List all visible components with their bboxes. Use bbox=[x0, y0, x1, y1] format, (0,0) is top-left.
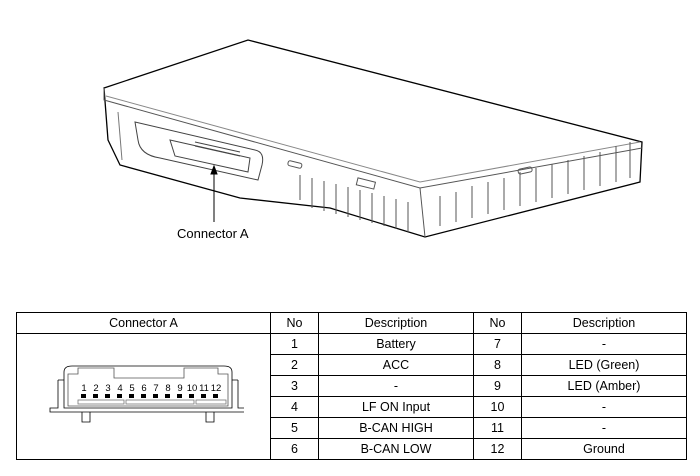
connector-pinout-table: Connector A No Description No Descriptio… bbox=[16, 312, 687, 460]
pin-no: 7 bbox=[473, 333, 522, 355]
pin-description: LED (Green) bbox=[521, 354, 687, 376]
pin-label: 10 bbox=[186, 383, 197, 394]
table-header-row: Connector A No Description No Descriptio… bbox=[16, 312, 687, 334]
pin-label: 5 bbox=[129, 383, 134, 394]
module-illustration bbox=[103, 39, 643, 238]
pin-label: 3 bbox=[105, 383, 110, 394]
pin-description: - bbox=[318, 375, 474, 397]
pin-no: 1 bbox=[270, 333, 319, 355]
pin-no: 10 bbox=[473, 396, 522, 418]
pin-no: 12 bbox=[473, 438, 522, 460]
pin-description: ACC bbox=[318, 354, 474, 376]
pin-description: LF ON Input bbox=[318, 396, 474, 418]
pin-label: 7 bbox=[153, 383, 158, 394]
vent-slots bbox=[287, 160, 533, 190]
pin-no: 4 bbox=[270, 396, 319, 418]
pin-no: 5 bbox=[270, 417, 319, 439]
pin-no: 9 bbox=[473, 375, 522, 397]
table-row: 4 LF ON Input 10 - bbox=[17, 396, 687, 418]
pin-label: 12 bbox=[210, 383, 221, 394]
header-no-left: No bbox=[270, 312, 319, 334]
pin-no: 6 bbox=[270, 438, 319, 460]
callout-arrow bbox=[210, 164, 218, 222]
connector-a-housing bbox=[134, 121, 264, 181]
connector-a-callout-label: Connector A bbox=[177, 226, 249, 241]
pin-description: - bbox=[521, 417, 687, 439]
header-description-right: Description bbox=[521, 312, 687, 334]
table-row: 5 B-CAN HIGH 11 - bbox=[17, 417, 687, 439]
table-row: 6 B-CAN LOW 12 Ground bbox=[17, 438, 687, 460]
pin-no: 8 bbox=[473, 354, 522, 376]
pin-no: 3 bbox=[270, 375, 319, 397]
module-body bbox=[103, 39, 643, 238]
header-description-left: Description bbox=[318, 312, 474, 334]
connector-diagram-cell: 1 2 3 4 5 6 7 8 9 10 11 12 bbox=[16, 333, 271, 460]
pin-description: B-CAN HIGH bbox=[318, 417, 474, 439]
pin-label: 9 bbox=[177, 383, 182, 394]
pin-no: 11 bbox=[473, 417, 522, 439]
header-no-right: No bbox=[473, 312, 522, 334]
cooling-fins bbox=[299, 142, 631, 232]
pin-description: LED (Amber) bbox=[521, 375, 687, 397]
pin-label: 6 bbox=[141, 383, 146, 394]
pin-description: - bbox=[521, 396, 687, 418]
pin-label: 11 bbox=[199, 383, 209, 394]
pin-label: 2 bbox=[93, 383, 98, 394]
table-row: 2 ACC 8 LED (Green) bbox=[17, 354, 687, 376]
pin-description: Ground bbox=[521, 438, 687, 460]
pin-no: 2 bbox=[270, 354, 319, 376]
connector-a-face-diagram: 1 2 3 4 5 6 7 8 9 10 11 12 bbox=[49, 365, 246, 423]
pin-label: 1 bbox=[81, 383, 86, 394]
pin-terminals bbox=[80, 394, 218, 398]
table-row: 1 2 3 4 5 6 7 8 9 10 11 12 1 Bat bbox=[16, 333, 687, 460]
table-row: 3 - 9 LED (Amber) bbox=[17, 375, 687, 397]
pin-label: 4 bbox=[117, 383, 122, 394]
pin-label: 8 bbox=[165, 383, 170, 394]
pin-description: Battery bbox=[318, 333, 474, 355]
pin-description: B-CAN LOW bbox=[318, 438, 474, 460]
header-connector: Connector A bbox=[16, 312, 271, 334]
pin-description: - bbox=[521, 333, 687, 355]
